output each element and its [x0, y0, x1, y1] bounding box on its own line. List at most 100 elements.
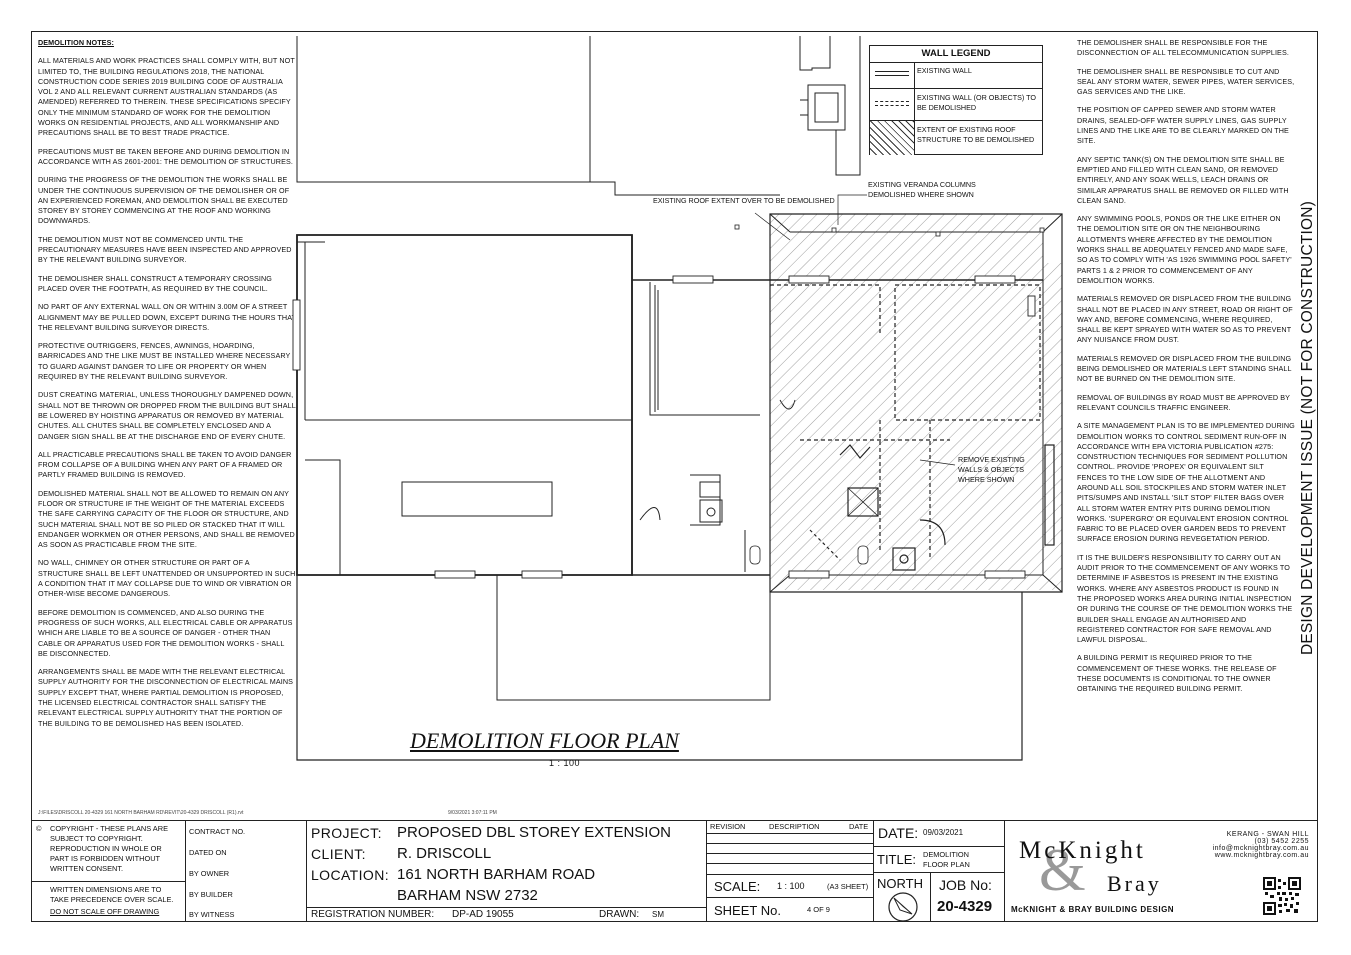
note-paragraph: DUST CREATING MATERIAL, UNLESS THOROUGHL… — [38, 390, 296, 441]
remove-walls-annotation: REMOVE EXISTING WALLS & OBJECTS WHERE SH… — [958, 455, 1025, 484]
note-paragraph: ARRANGEMENTS SHALL BE MADE WITH THE RELE… — [38, 667, 294, 728]
wall-legend: WALL LEGEND EXISTING WALL EXISTING WALL … — [869, 45, 1043, 155]
brand-logo: & McKnight Bray — [1019, 831, 1189, 911]
note-paragraph: A BUILDING PERMIT IS REQUIRED PRIOR TO T… — [1077, 653, 1277, 694]
revision-col-label: REVISION — [710, 822, 746, 831]
by-owner-label: BY OWNER — [189, 869, 230, 878]
note-paragraph: THE POSITION OF CAPPED SEWER AND STORM W… — [1077, 105, 1289, 146]
copyright-cell: © COPYRIGHT - THESE PLANS ARE SUBJECT TO… — [31, 820, 186, 882]
date-value: 09/03/2021 — [923, 828, 964, 837]
note-paragraph: MATERIALS REMOVED OR DISPLACED FROM THE … — [1077, 353, 1292, 384]
ampersand-mark: & — [1039, 837, 1086, 903]
job-label: JOB No: — [939, 877, 992, 893]
location-line-2: BARHAM NSW 2732 — [397, 887, 538, 904]
client-value: R. DRISCOLL — [397, 845, 492, 862]
copyright-icon: © — [36, 824, 42, 833]
notes-heading: DEMOLITION NOTES: — [38, 38, 114, 47]
location-label: LOCATION: — [311, 867, 390, 883]
title-value-1: DEMOLITION — [923, 850, 969, 859]
project-label: PROJECT: — [311, 825, 382, 841]
legend-row-existing: EXISTING WALL — [870, 62, 1042, 88]
note-paragraph: THE DEMOLITION MUST NOT BE COMMENCED UNT… — [38, 234, 292, 265]
title-block: © COPYRIGHT - THESE PLANS ARE SUBJECT TO… — [31, 820, 1318, 922]
drawn-value: SM — [652, 910, 664, 919]
note-paragraph: IT IS THE BUILDER'S RESPONSIBILITY TO CA… — [1077, 552, 1293, 645]
veranda-annotation: EXISTING VERANDA COLUMNS DEMOLISHED WHER… — [868, 180, 976, 199]
copyright-text: COPYRIGHT - THESE PLANS ARE SUBJECT TO C… — [50, 824, 169, 873]
title-value-2: FLOOR PLAN — [923, 860, 970, 869]
date-cell: DATE: 09/03/2021 — [873, 820, 1005, 847]
do-not-scale-note: DO NOT SCALE OFF DRAWING — [50, 907, 160, 916]
note-paragraph: PRECAUTIONS MUST BE TAKEN BEFORE AND DUR… — [38, 146, 293, 166]
registration-value: DP-AD 19055 — [452, 909, 514, 920]
roof-extent-annotation: EXISTING ROOF EXTENT OVER TO BE DEMOLISH… — [653, 196, 835, 205]
demolition-notes-continued: THE DEMOLISHER SHALL BE RESPONSIBLE FOR … — [1077, 38, 1295, 703]
legend-label: EXTENT OF EXISTING ROOF STRUCTURE TO BE … — [917, 125, 1035, 144]
scale-label: SCALE: — [714, 879, 761, 894]
note-paragraph: DURING THE PROGRESS OF THE DEMOLITION TH… — [38, 175, 290, 226]
solid-wall-symbol — [870, 62, 915, 88]
project-value: PROPOSED DBL STOREY EXTENSION — [397, 824, 671, 841]
project-cell: PROJECT: PROPOSED DBL STOREY EXTENSION C… — [306, 820, 707, 908]
note-paragraph: ALL PRACTICABLE PRECAUTIONS SHALL BE TAK… — [38, 449, 292, 480]
note-paragraph: REMOVAL OF BUILDINGS BY ROAD MUST BE APP… — [1077, 392, 1290, 412]
brand-location: KERANG - SWAN HILL — [1226, 831, 1309, 838]
sheet-label: SHEET No. — [714, 903, 781, 918]
dated-on-label: DATED ON — [189, 848, 227, 857]
north-label: NORTH — [877, 876, 923, 891]
date-col-label: DATE — [849, 822, 869, 831]
note-paragraph: ALL MATERIALS AND WORK PRACTICES SHALL C… — [38, 56, 295, 138]
job-value: 20-4329 — [937, 898, 993, 915]
note-paragraph: DEMOLISHED MATERIAL SHALL NOT BE ALLOWED… — [38, 488, 295, 550]
registration-cell: REGISTRATION NUMBER: DP-AD 19055 DRAWN: … — [306, 907, 707, 922]
demolition-zone-hatch — [770, 214, 1062, 590]
sheet-cell: SHEET No. 4 OF 9 — [706, 897, 874, 922]
brand-contact: KERANG - SWAN HILL (03) 5452 2255 info@m… — [1213, 831, 1309, 859]
scale-value: 1 : 100 — [777, 881, 805, 891]
brand-web: www.mcknightbray.com.au — [1214, 852, 1309, 859]
note-paragraph: THE DEMOLISHER SHALL BE RESPONSIBLE TO C… — [1077, 66, 1295, 97]
legend-label: EXISTING WALL — [917, 66, 972, 75]
location-line-1: 161 NORTH BARHAM ROAD — [397, 866, 596, 883]
brand-cell: & McKnight Bray McKNIGHT & BRAY BUILDING… — [1004, 820, 1318, 922]
drawn-label: DRAWN: — [599, 909, 640, 920]
brand-tagline: McKNIGHT & BRAY BUILDING DESIGN — [1011, 905, 1175, 914]
dashed-wall-symbol — [870, 89, 915, 121]
note-paragraph: A SITE MANAGEMENT PLAN IS TO BE IMPLEMEN… — [1077, 421, 1295, 544]
scale-cell: SCALE: 1 : 100 (A3 SHEET) — [706, 874, 874, 898]
brand-phone: (03) 5452 2255 — [1254, 838, 1309, 845]
brand-email: info@mcknightbray.com.au — [1212, 845, 1309, 852]
print-timestamp: 9/03/2021 3:07:11 PM — [448, 810, 497, 816]
by-builder-label: BY BUILDER — [189, 890, 233, 899]
legend-row-demolish-wall: EXISTING WALL (OR OBJECTS) TO BE DEMOLIS… — [870, 88, 1042, 121]
note-paragraph: ANY SEPTIC TANK(S) ON THE DEMOLITION SIT… — [1077, 154, 1289, 205]
note-paragraph: NO WALL, CHIMNEY OR OTHER STRUCTURE OR P… — [38, 558, 296, 599]
brand-name-1: McKnight — [1019, 837, 1146, 864]
demolition-notes: DEMOLITION NOTES: ALL MATERIALS AND WORK… — [38, 38, 296, 737]
revision-table: REVISION DESCRIPTION DATE — [706, 820, 874, 875]
description-col-label: DESCRIPTION — [769, 822, 820, 831]
brand-name-2: Bray — [1107, 871, 1162, 896]
legend-title: WALL LEGEND — [870, 46, 1042, 63]
note-paragraph: THE DEMOLISHER SHALL BE RESPONSIBLE FOR … — [1077, 38, 1289, 58]
by-witness-label: BY WITNESS — [189, 910, 235, 919]
qr-code-icon — [1263, 877, 1301, 915]
drawing-title: DEMOLITION FLOOR PLAN — [410, 728, 679, 753]
legend-label: EXISTING WALL (OR OBJECTS) TO BE DEMOLIS… — [917, 93, 1037, 112]
drawing-scale: 1 : 100 — [549, 758, 581, 768]
hatch-symbol — [870, 121, 915, 155]
note-paragraph: THE DEMOLISHER SHALL CONSTRUCT A TEMPORA… — [38, 273, 272, 293]
note-paragraph: NO PART OF ANY EXTERNAL WALL ON OR WITHI… — [38, 302, 296, 332]
sheet-value: 4 OF 9 — [807, 905, 830, 914]
job-cell: JOB No: 20-4329 — [930, 872, 1005, 922]
note-paragraph: MATERIALS REMOVED OR DISPLACED FROM THE … — [1077, 294, 1293, 345]
contract-no-label: CONTRACT No. — [189, 827, 246, 836]
title-cell: TITLE: DEMOLITION FLOOR PLAN — [873, 846, 1005, 873]
note-paragraph: ANY SWIMMING POOLS, PONDS OR THE LIKE EI… — [1077, 214, 1292, 285]
legend-row-demolish-roof: EXTENT OF EXISTING ROOF STRUCTURE TO BE … — [870, 120, 1042, 155]
note-paragraph: PROTECTIVE OUTRIGGERS, FENCES, AWNINGS, … — [38, 341, 291, 382]
note-paragraph: BEFORE DEMOLITION IS COMMENCED, AND ALSO… — [38, 607, 293, 658]
north-arrow-icon — [888, 892, 918, 922]
title-label: TITLE: — [877, 852, 917, 867]
